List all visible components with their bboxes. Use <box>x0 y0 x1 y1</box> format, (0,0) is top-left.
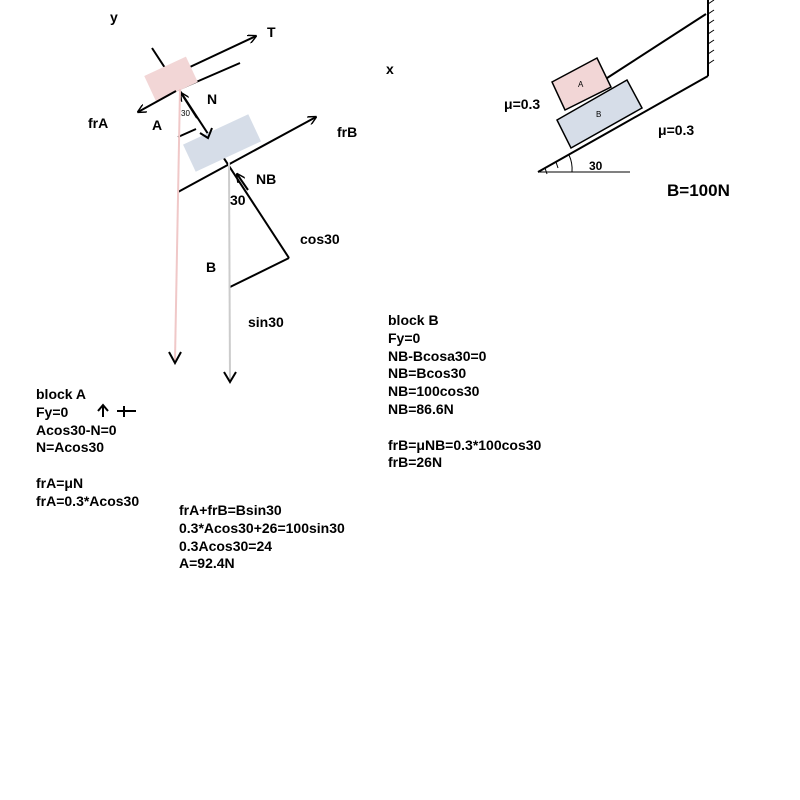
block-b-calc-line <box>388 419 541 437</box>
weight-b-value: B=100N <box>667 181 730 200</box>
weight-a-line <box>174 88 181 361</box>
block-b-label: B <box>206 259 216 275</box>
incline-setup-sketch: A B μ=0.3 μ=0.3 30 B=100N <box>504 0 730 200</box>
tension-label: T <box>267 24 276 40</box>
block-b-calc-line: NB=Bcos30 <box>388 365 467 382</box>
block-b-calc-line: NB=100cos30 <box>388 383 480 400</box>
combined-calc-line: frA+frB=Bsin30 <box>179 502 282 518</box>
combined-calc-line: 0.3Acos30=24 <box>179 537 273 554</box>
block-a-calc-line <box>36 457 139 475</box>
block-a-calc-line: block A <box>36 386 87 402</box>
friction-a-label: frA <box>88 115 108 131</box>
x-axis-label: x <box>386 61 394 77</box>
sin-component-label: sin30 <box>248 314 284 330</box>
incline-angle-arc <box>568 154 573 173</box>
incline-angle-label: 30 <box>589 159 603 173</box>
block-b-calc-line: frB=26N <box>388 454 443 471</box>
weight-b-arrowhead <box>223 371 237 384</box>
normal-b-arrow <box>237 174 249 191</box>
block-a-calc-line: N=Acos30 <box>36 439 105 456</box>
small-down-arrowhead <box>199 127 213 140</box>
block-a-bottom-tick <box>177 128 197 138</box>
friction-a-arrow <box>138 90 177 112</box>
block-b-calc-line: block B <box>388 312 439 328</box>
weight-a-arrowhead <box>168 351 182 366</box>
wall-hatch <box>707 0 715 65</box>
friction-b-label: frB <box>337 124 357 140</box>
block-a-calc-line: Acos30-N=0 <box>36 421 117 438</box>
sign-convention-sketch <box>97 403 136 417</box>
normal-b-label: NB <box>256 171 276 187</box>
setup-block-b <box>556 78 644 150</box>
block-b-calc-line: Fy=0 <box>388 329 421 346</box>
setup-block-b-label: B <box>596 110 601 119</box>
incline-hatch <box>544 161 559 175</box>
block-a-calc-line: Fy=0 <box>36 403 69 420</box>
free-body-diagram: y x T N 30 frA A frB NB 30 cos30 B sin30 <box>88 9 394 384</box>
friction-b-arrow <box>177 117 316 193</box>
block-a-calc-line: frA=μN <box>36 474 84 491</box>
block-b-calc-line: NB=86.6N <box>388 400 454 417</box>
normal-a-arrow <box>181 93 198 119</box>
combined-calc-line: 0.3*Acos30+26=100sin30 <box>179 519 345 536</box>
setup-block-a-label: A <box>578 80 584 89</box>
fbd-block-b <box>183 114 261 172</box>
weight-b-line <box>228 162 231 381</box>
block-a-label: A <box>152 117 162 133</box>
sin-component-line <box>229 257 290 288</box>
rope-line <box>603 13 707 81</box>
cos-component-label: cos30 <box>300 231 340 247</box>
incline-surface <box>537 75 709 173</box>
block-b-calc-line: NB-Bcosa30=0 <box>388 347 487 364</box>
block-a-calc-line: frA=0.3*Acos30 <box>36 492 140 509</box>
angle-b-label: 30 <box>230 192 246 208</box>
mu-between-blocks: μ=0.3 <box>504 96 540 112</box>
block-b-calc-line: frB=μNB=0.3*100cos30 <box>388 436 542 453</box>
combined-calc-line: A=92.4N <box>179 555 235 572</box>
normal-a-label: N <box>207 91 217 107</box>
y-axis-label: y <box>110 9 118 25</box>
setup-block-a <box>551 56 612 112</box>
angle-a-label: 30 <box>181 109 190 118</box>
mu-incline: μ=0.3 <box>658 122 694 138</box>
fbd-block-a <box>144 56 198 102</box>
